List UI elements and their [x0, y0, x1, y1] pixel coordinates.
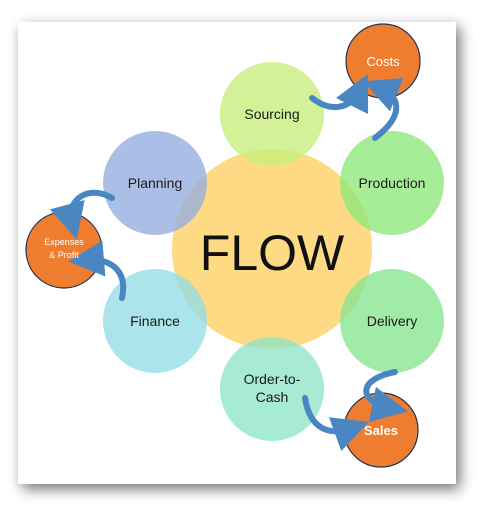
- planning-circle: [103, 131, 207, 235]
- order-to-sales-arrow: [302, 395, 369, 452]
- sales-label: Sales: [364, 423, 398, 438]
- order-to-cash-label-line1: Order-to-: [244, 371, 301, 387]
- flow-label: FLOW: [200, 225, 345, 281]
- order-to-cash-label-line2: Cash: [256, 389, 289, 405]
- production-circle: [340, 131, 444, 235]
- planning-label: Planning: [128, 175, 183, 191]
- costs-label: Costs: [366, 54, 400, 69]
- sourcing-label: Sourcing: [244, 106, 299, 122]
- order-to-cash-circle: [220, 337, 324, 441]
- flow-center-circle: [172, 149, 372, 349]
- expenses-label-line2: & Profit: [49, 250, 79, 260]
- finance-label: Finance: [130, 313, 180, 329]
- delivery-label: Delivery: [367, 313, 418, 329]
- sourcing-circle: [220, 62, 324, 166]
- finance-circle: [103, 269, 207, 373]
- delivery-circle: [340, 269, 444, 373]
- production-label: Production: [359, 175, 426, 191]
- delivery-to-sales-arrow: [363, 369, 408, 423]
- production-to-costs-arrow: [363, 77, 404, 141]
- finance-to-expenses-arrow: [68, 240, 127, 301]
- sourcing-to-costs-arrow: [309, 73, 369, 115]
- expenses-label-line1: Expenses: [44, 237, 84, 247]
- planning-to-expenses-arrow: [49, 189, 115, 240]
